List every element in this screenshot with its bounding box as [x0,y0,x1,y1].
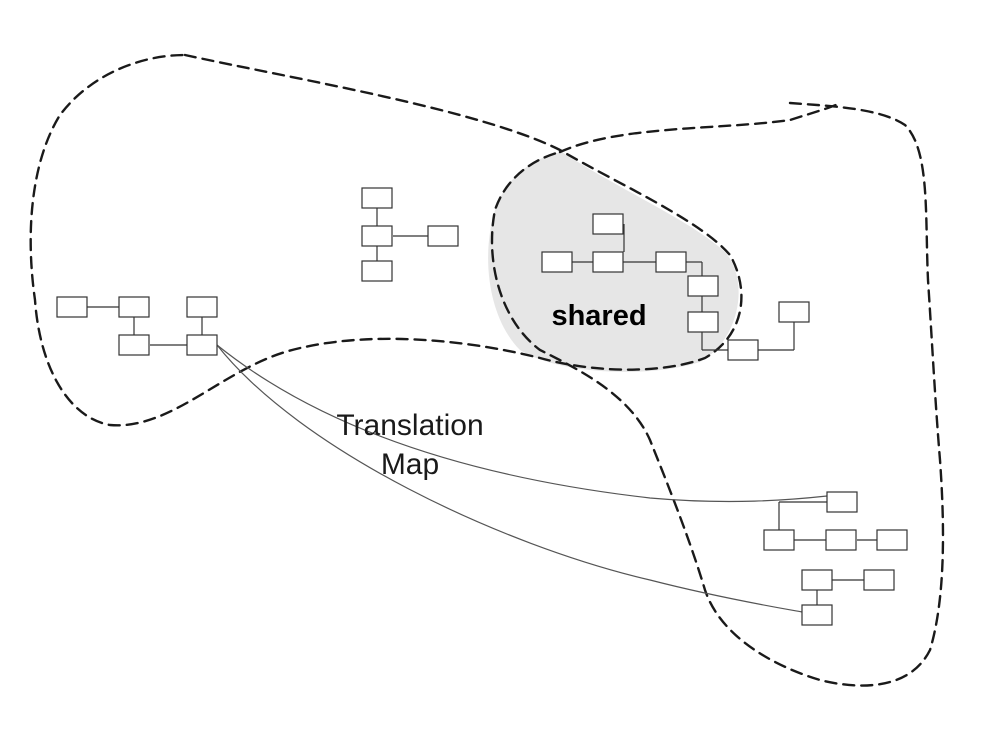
tree-node [427,225,459,247]
middle-domain-tree [361,187,459,282]
tree-node [863,569,895,591]
translation-map-curve-lower [216,344,803,613]
tree-node [186,296,218,318]
tree-node [876,529,908,551]
tree-node [801,604,833,626]
translation-map-label-line1: Translation [336,409,483,442]
shared-domain-tree [541,213,810,361]
translation-map-curve-upper [216,344,828,503]
tree-node [118,334,150,356]
right-domain-tree-lower [801,569,895,626]
translation-map-label-line2: Map [381,448,439,481]
right-domain-boundary [490,101,945,687]
tree-node [655,251,687,273]
tree-node [592,213,624,235]
tree-node [592,251,624,273]
tree-node [361,260,393,282]
tree-node [801,569,833,591]
tree-node [186,334,218,356]
tree-node [825,529,857,551]
tree-node [778,301,810,323]
tree-node [118,296,150,318]
tree-node [361,225,393,247]
tree-node [361,187,393,209]
tree-node [687,275,719,297]
tree-node [56,296,88,318]
left-domain-boundary [29,53,743,427]
left-domain-tree [56,296,218,356]
right-domain-tree-upper [763,491,908,551]
tree-node [763,529,795,551]
tree-node [826,491,858,513]
tree-node [727,339,759,361]
tree-node [541,251,573,273]
tree-node [687,311,719,333]
shared-label: shared [551,300,646,332]
